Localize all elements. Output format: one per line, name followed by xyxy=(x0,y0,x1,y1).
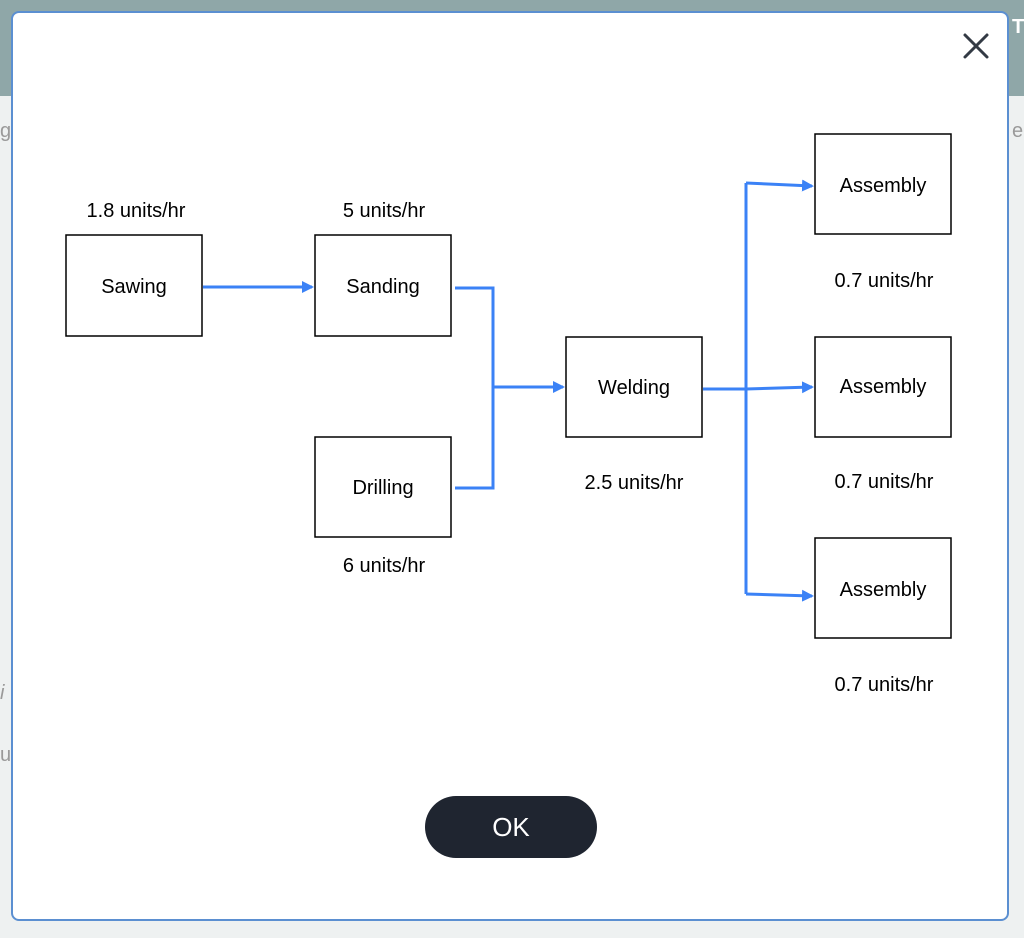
edge-welding-assembly2 xyxy=(745,381,814,394)
background-text-fragment: Th xyxy=(1012,16,1024,38)
rate-label-sawing: 1.8 units/hr xyxy=(87,200,186,222)
node-label: Welding xyxy=(598,377,670,399)
edge-sanding-merge xyxy=(455,286,495,490)
node-welding: Welding xyxy=(565,336,703,438)
close-icon xyxy=(963,33,989,59)
node-sanding: Sanding xyxy=(314,234,452,337)
background-text-fragment: i xyxy=(0,682,5,704)
background-text-fragment: g xyxy=(0,120,12,142)
rate-label-assembly-2: 0.7 units/hr xyxy=(835,471,934,493)
node-drilling: Drilling xyxy=(314,436,452,538)
node-assembly-2: Assembly xyxy=(814,336,952,438)
close-button[interactable] xyxy=(956,28,996,64)
edge-welding-assembly3 xyxy=(745,589,814,602)
node-label: Assembly xyxy=(840,579,927,601)
node-label: Sawing xyxy=(101,276,167,298)
node-assembly-3: Assembly xyxy=(814,537,952,639)
ok-button[interactable]: OK xyxy=(425,796,597,858)
rate-label-assembly-3: 0.7 units/hr xyxy=(835,674,934,696)
rate-label-drilling: 6 units/hr xyxy=(343,555,426,577)
background-text-fragment: u xyxy=(0,744,12,766)
edge-welding-assembly1 xyxy=(745,179,814,192)
background-text-fragment: e xyxy=(1012,120,1024,142)
rate-label-welding: 2.5 units/hr xyxy=(585,472,684,494)
node-label: Drilling xyxy=(352,477,413,499)
rate-label-sanding: 5 units/hr xyxy=(343,200,426,222)
connectors xyxy=(203,179,814,602)
rate-label-assembly-1: 0.7 units/hr xyxy=(835,270,934,292)
node-assembly-1: Assembly xyxy=(814,133,952,235)
node-sawing: Sawing xyxy=(65,234,203,337)
node-label: Assembly xyxy=(840,376,927,398)
node-label: Sanding xyxy=(346,276,419,298)
node-label: Assembly xyxy=(840,175,927,197)
